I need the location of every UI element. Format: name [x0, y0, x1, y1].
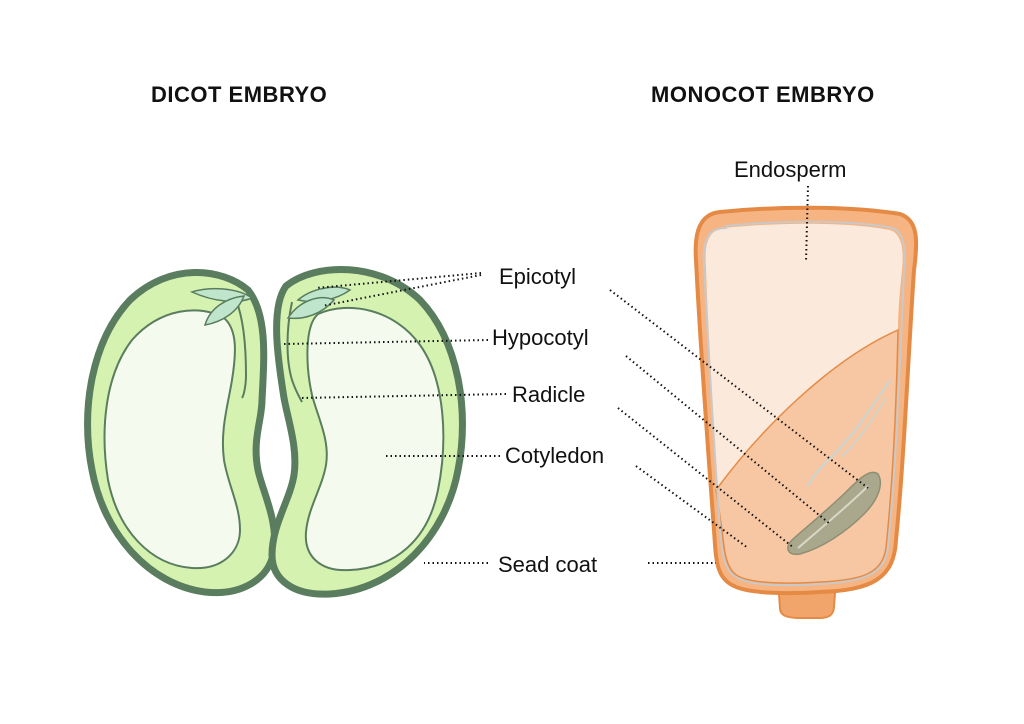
dicot-right-axis: [286, 301, 303, 403]
monocot-inner-outline: [702, 220, 906, 587]
monocot-vein: [807, 379, 891, 487]
monocot-embryo-vein: [797, 485, 869, 549]
dicot-left-cotyledon: [103, 309, 242, 570]
monocot-endosperm: [705, 223, 903, 490]
dicot-right-plumule-2: [286, 297, 336, 320]
dicot-left-plumule-2: [203, 295, 246, 326]
leader-epicotyl-mono: [609, 289, 869, 489]
label-seed-coat: Sead coat: [498, 552, 598, 577]
label-hypocotyl: Hypocotyl: [492, 325, 589, 350]
monocot-embryo: [787, 471, 882, 556]
monocot-vein-2: [841, 397, 887, 457]
label-epicotyl: Epicotyl: [499, 264, 577, 289]
dicot-left-axis: [235, 299, 248, 399]
leader-lines: [283, 185, 869, 564]
dicot-right-cotyledon: [304, 307, 445, 572]
label-radicle: Radicle: [512, 382, 586, 407]
label-endosperm: Endosperm: [734, 157, 847, 182]
leader-radicle-mono: [617, 407, 795, 549]
leader-epicotyl-a: [315, 272, 482, 289]
leader-endosperm: [805, 185, 809, 263]
dicot-title: DICOT EMBRYO: [151, 82, 328, 107]
monocot-seed: [693, 205, 919, 619]
monocot-title: MONOCOT EMBRYO: [651, 82, 875, 107]
leader-cotyledon-mono: [635, 465, 749, 549]
dicot-seed: [84, 265, 466, 598]
label-cotyledon: Cotyledon: [505, 443, 605, 468]
leader-radicle: [299, 393, 507, 399]
